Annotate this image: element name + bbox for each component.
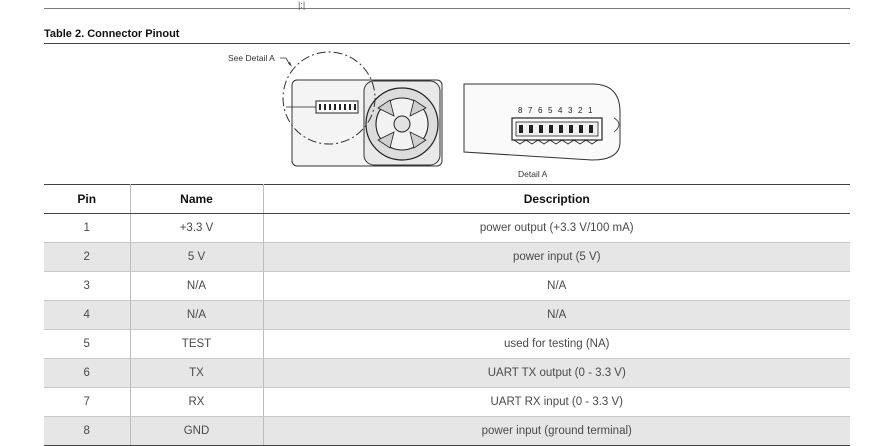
cell-pin: 6 [44, 358, 131, 388]
cell-description: power output (+3.3 V/100 mA) [263, 213, 850, 243]
callout-arrowhead [288, 62, 292, 67]
table-row: 8 GND power input (ground terminal) [44, 416, 850, 446]
cell-pin: 5 [44, 329, 131, 359]
pin-number-4: 4 [558, 106, 563, 115]
pin-number-3: 3 [568, 106, 573, 115]
top-divider [44, 8, 850, 9]
cell-name: TX [130, 358, 264, 388]
cell-description: used for testing (NA) [263, 329, 850, 359]
pin-number-6: 6 [538, 106, 543, 115]
cell-description: UART RX input (0 - 3.3 V) [263, 387, 850, 417]
cell-name: GND [130, 416, 264, 446]
page-header-mark: |:| [298, 0, 306, 10]
fan-blades [377, 99, 427, 149]
table-row: 3 N/A N/A [44, 271, 850, 301]
cell-pin: 7 [44, 387, 131, 417]
cell-pin: 3 [44, 271, 131, 301]
connector-small [315, 100, 359, 114]
cell-name: RX [130, 387, 264, 417]
detail-circle [282, 51, 376, 145]
pin-number-8: 8 [518, 106, 523, 115]
detail-caption: Detail A [518, 169, 548, 179]
cell-pin: 1 [44, 213, 131, 243]
connector-drawing: See Detail A 8 7 [228, 51, 621, 179]
table-header-row: Pin Name Description [44, 184, 850, 214]
fan-hub [393, 115, 411, 133]
cell-description: N/A [263, 300, 850, 330]
detail-connector-teeth [513, 139, 599, 145]
cell-name: 5 V [130, 242, 264, 272]
table-title: Table 2. Connector Pinout [44, 28, 180, 40]
cell-description: N/A [263, 271, 850, 301]
cell-pin: 4 [44, 300, 131, 330]
cell-pin: 8 [44, 416, 131, 446]
table-row: 6 TX UART TX output (0 - 3.3 V) [44, 358, 850, 388]
connector-small-pins [319, 104, 356, 110]
callout-leader [280, 57, 291, 66]
table-row: 5 TEST used for testing (NA) [44, 329, 850, 359]
connector-figure: See Detail A 8 7 [44, 44, 850, 184]
table-row: 7 RX UART RX input (0 - 3.3 V) [44, 387, 850, 417]
detail-connector-pins [519, 125, 593, 133]
header-name: Name [130, 184, 264, 214]
pin-number-7: 7 [528, 106, 533, 115]
detail-connector-inner [515, 121, 599, 137]
cell-description: power input (ground terminal) [263, 416, 850, 446]
pin-number-2: 2 [578, 106, 583, 115]
cell-pin: 2 [44, 242, 131, 272]
cell-name: N/A [130, 300, 264, 330]
table-row: 2 5 V power input (5 V) [44, 242, 850, 272]
cell-name: TEST [130, 329, 264, 359]
header-description: Description [263, 184, 850, 214]
cell-name: +3.3 V [130, 213, 264, 243]
title-divider [44, 43, 850, 44]
header-pin: Pin [44, 184, 131, 214]
pinout-table: Pin Name Description 1 +3.3 V power outp… [44, 184, 850, 446]
callout-label: See Detail A [228, 53, 275, 63]
pin-number-1: 1 [588, 106, 593, 115]
table-row: 4 N/A N/A [44, 300, 850, 330]
detail-pin-numbers: 8 7 6 5 4 3 2 1 [518, 106, 593, 115]
pin-number-5: 5 [548, 106, 553, 115]
cell-description: UART TX output (0 - 3.3 V) [263, 358, 850, 388]
cell-description: power input (5 V) [263, 242, 850, 272]
detail-edge [613, 117, 620, 133]
cell-name: N/A [130, 271, 264, 301]
table-row: 1 +3.3 V power output (+3.3 V/100 mA) [44, 213, 850, 243]
